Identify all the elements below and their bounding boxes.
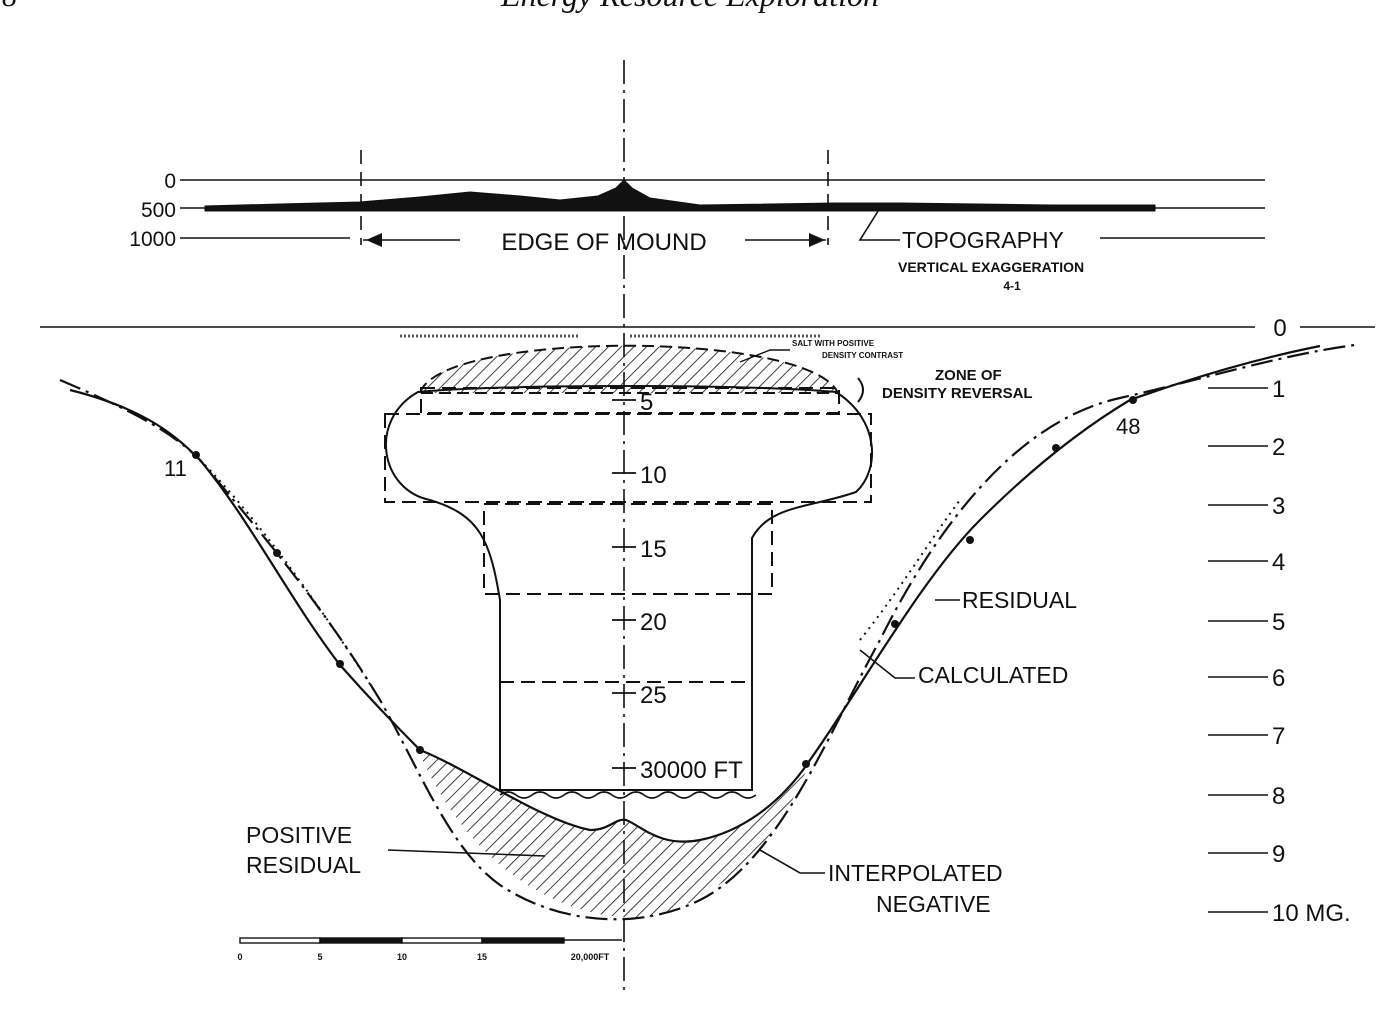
station-point: [1052, 444, 1060, 452]
station-label-left: 11: [164, 456, 187, 481]
station-point: [192, 451, 200, 459]
positive-residual-line1: POSITIVE: [246, 822, 352, 848]
salt-note-leader: [739, 349, 790, 363]
scale-label-5: 5: [317, 952, 322, 962]
topography-label: TOPOGRAPHY: [902, 227, 1064, 253]
calculated-label: CALCULATED: [918, 662, 1068, 688]
depth-tick-30000: 30000 FT: [640, 757, 743, 784]
running-title: Energy Resource Exploration: [500, 0, 879, 13]
edge-of-mound-label: EDGE OF MOUND: [501, 229, 706, 256]
stock-base-wavy: [499, 791, 757, 799]
interpolated-line2: NEGATIVE: [876, 891, 991, 917]
mg-tick-4: 4: [1272, 549, 1285, 576]
positive-residual-leader: [387, 849, 546, 857]
calculated-curve: [59, 343, 1356, 921]
scale-label-15: 15: [477, 952, 487, 962]
scale-label-10: 10: [397, 952, 407, 962]
depth-tick-25: 25: [640, 682, 667, 709]
residual-label: RESIDUAL: [962, 587, 1077, 613]
station-point: [416, 746, 424, 754]
model-block-neck: [483, 503, 773, 595]
gravity-profiles: 11 48 RESIDUAL CALCULATED POSITIVE RESID…: [59, 343, 1356, 921]
salt-dome-outline: [384, 385, 874, 791]
arrowhead-right: [809, 233, 825, 247]
depth-tick-20: 20: [640, 609, 667, 636]
station-point: [966, 536, 974, 544]
page-number: 8: [2, 0, 17, 13]
interpolated-line1: INTERPOLATED: [828, 860, 1003, 886]
arrowhead-left: [366, 233, 382, 247]
salt-note-line2: DENSITY CONTRAST: [822, 351, 903, 360]
topography-panel: 0 500 1000 EDGE OF MOUND TOPOGRAPHY VERT…: [129, 150, 1265, 293]
residual-hatched-area: [418, 750, 810, 918]
station-point: [891, 620, 899, 628]
depth-label-1000: 1000: [129, 228, 176, 251]
station-point: [1129, 396, 1137, 404]
dotted-curve-right: [859, 499, 961, 641]
exaggeration-ratio: 4-1: [1003, 279, 1021, 293]
model-block-cap: [384, 413, 872, 503]
mg-tick-9: 9: [1272, 841, 1285, 868]
scale-bar: 0 5 10 15 20,000FT: [237, 937, 622, 962]
depth-label-500: 500: [141, 199, 176, 222]
depth-tick-15: 15: [640, 536, 667, 563]
salt-positive-contrast: [418, 344, 840, 394]
zone-label-line2: DENSITY REVERSAL: [882, 385, 1033, 402]
mg-tick-7: 7: [1272, 723, 1285, 750]
mg-tick-1: 1: [1272, 376, 1285, 403]
calculated-leader: [859, 649, 915, 679]
cross-section: 0 5 10 15 20 25 30000 FT: [40, 315, 1375, 799]
exaggeration-label: VERTICAL EXAGGERATION: [898, 259, 1084, 275]
mg-tick-8: 8: [1272, 783, 1285, 810]
station-label-right: 48: [1116, 414, 1140, 439]
residual-curve: [69, 344, 1321, 843]
surface-label: 0: [1273, 315, 1286, 342]
topography-leader: [858, 207, 900, 241]
station-point: [802, 760, 810, 768]
zone-bracket: [857, 377, 864, 403]
salt-note-line1: SALT WITH POSITIVE: [792, 339, 875, 348]
scale-label-20000: 20,000FT: [571, 952, 610, 962]
positive-residual-line2: RESIDUAL: [246, 852, 361, 878]
mg-tick-3: 3: [1272, 493, 1285, 520]
mg-tick-6: 6: [1272, 665, 1285, 692]
interpolated-leader: [759, 849, 825, 874]
station-point: [273, 549, 281, 557]
depth-tick-5: 5: [640, 389, 653, 416]
zone-label-line1: ZONE OF: [935, 367, 1002, 384]
milligal-scale: 1 2 3 4 5 6 7 8 9 10 MG.: [1208, 376, 1351, 927]
topography-profile: [204, 179, 1156, 212]
mg-tick-5: 5: [1272, 609, 1285, 636]
depth-ticks: 5 10 15 20 25 30000 FT: [612, 389, 743, 784]
station-point: [336, 660, 344, 668]
mg-tick-10: 10 MG.: [1272, 900, 1351, 927]
scale-label-0: 0: [237, 952, 242, 962]
depth-label-0: 0: [164, 170, 176, 193]
mg-tick-2: 2: [1272, 434, 1285, 461]
depth-tick-10: 10: [640, 462, 667, 489]
